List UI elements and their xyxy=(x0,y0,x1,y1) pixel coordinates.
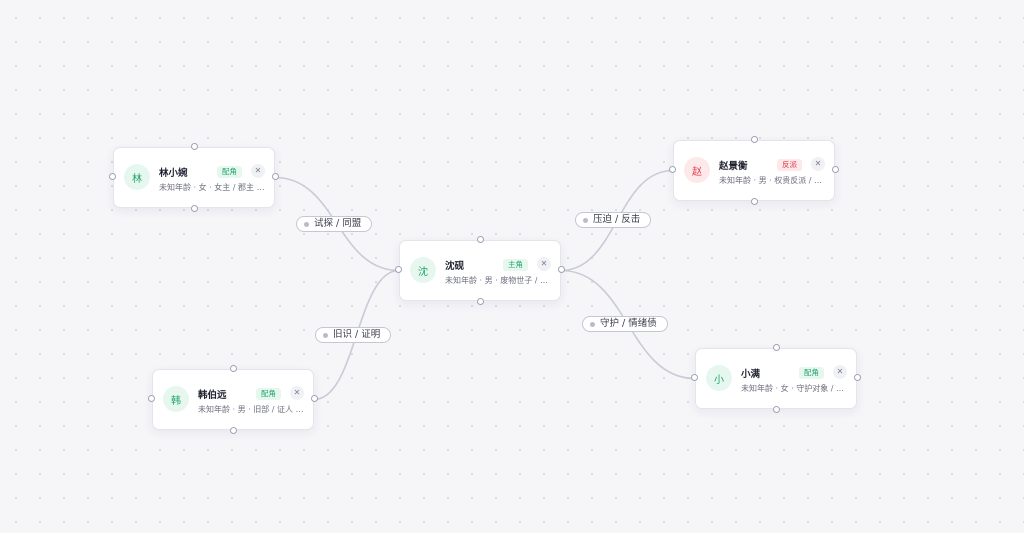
avatar: 韩 xyxy=(163,386,189,412)
connection-handle-right[interactable] xyxy=(832,166,839,173)
avatar: 沈 xyxy=(410,257,436,283)
connection-handle-left[interactable] xyxy=(109,173,116,180)
edge-label-dot xyxy=(590,321,595,327)
connection-handle-top[interactable] xyxy=(477,236,484,243)
character-description: 未知年龄 · 男 · 废物世子 / 隐… xyxy=(445,276,551,285)
connection-handle-right[interactable] xyxy=(558,266,565,273)
role-badge: 主角 xyxy=(503,259,528,271)
edge-label[interactable]: 试探 / 同盟 xyxy=(296,216,373,232)
connection-handle-right[interactable] xyxy=(272,173,279,180)
edge-label-text: 压迫 / 反击 xyxy=(593,214,641,225)
close-icon[interactable]: ✕ xyxy=(811,157,825,171)
connection-handle-left[interactable] xyxy=(669,166,676,173)
edge-label-text: 试探 / 同盟 xyxy=(314,218,362,229)
character-node-han[interactable]: 韩韩伯远 配角 ✕ 未知年龄 · 男 · 旧部 / 证人 / … xyxy=(148,365,318,434)
connection-handle-right[interactable] xyxy=(311,395,318,402)
role-badge: 反派 xyxy=(777,159,802,171)
close-icon[interactable]: ✕ xyxy=(251,164,265,178)
role-badge: 配角 xyxy=(256,388,281,400)
connection-handle-top[interactable] xyxy=(191,143,198,150)
edge-label[interactable]: 守护 / 情绪债 xyxy=(582,316,668,332)
connection-handle-top[interactable] xyxy=(230,365,237,372)
character-name: 小满 xyxy=(741,369,761,380)
edge-label-dot xyxy=(323,332,328,338)
close-icon[interactable]: ✕ xyxy=(833,365,847,379)
connection-handle-bottom[interactable] xyxy=(477,298,484,305)
connection-handle-left[interactable] xyxy=(148,395,155,402)
character-node-shen[interactable]: 沈沈砚 主角 ✕ 未知年龄 · 男 · 废物世子 / 隐… xyxy=(395,236,565,305)
connection-handle-bottom[interactable] xyxy=(230,427,237,434)
character-description: 未知年龄 · 女 · 女主 / 郡主 / … xyxy=(159,183,265,192)
character-name: 林小婉 xyxy=(159,168,188,179)
character-description: 未知年龄 · 男 · 权贵反派 / 家… xyxy=(719,176,825,185)
character-name: 赵景衡 xyxy=(719,161,748,172)
character-description: 未知年龄 · 男 · 旧部 / 证人 / … xyxy=(198,405,304,414)
edge-label-text: 旧识 / 证明 xyxy=(333,329,381,340)
connection-handle-left[interactable] xyxy=(691,374,698,381)
character-description: 未知年龄 · 女 · 守护对象 / 录… xyxy=(741,384,847,393)
character-node-zhao[interactable]: 赵赵景衡 反派 ✕ 未知年龄 · 男 · 权贵反派 / 家… xyxy=(669,136,839,205)
avatar: 小 xyxy=(706,365,732,391)
edge-label[interactable]: 旧识 / 证明 xyxy=(315,327,392,343)
connection-handle-top[interactable] xyxy=(751,136,758,143)
close-icon[interactable]: ✕ xyxy=(537,257,551,271)
edge-label-dot xyxy=(583,217,588,223)
avatar: 林 xyxy=(124,164,150,190)
connection-handle-bottom[interactable] xyxy=(191,205,198,212)
connection-handle-top[interactable] xyxy=(773,344,780,351)
avatar: 赵 xyxy=(684,157,710,183)
character-node-xiao[interactable]: 小小满 配角 ✕ 未知年龄 · 女 · 守护对象 / 录… xyxy=(691,344,861,413)
character-name: 沈砚 xyxy=(445,261,465,272)
connection-handle-bottom[interactable] xyxy=(773,406,780,413)
role-badge: 配角 xyxy=(217,166,242,178)
close-icon[interactable]: ✕ xyxy=(290,386,304,400)
connection-handle-left[interactable] xyxy=(395,266,402,273)
role-badge: 配角 xyxy=(799,367,824,379)
edge-label-dot xyxy=(304,221,309,227)
character-name: 韩伯远 xyxy=(198,390,227,401)
connection-handle-right[interactable] xyxy=(854,374,861,381)
character-node-lin[interactable]: 林林小婉 配角 ✕ 未知年龄 · 女 · 女主 / 郡主 / … xyxy=(109,143,279,212)
connection-handle-bottom[interactable] xyxy=(751,198,758,205)
edge-label-text: 守护 / 情绪债 xyxy=(600,318,657,329)
edge-label[interactable]: 压迫 / 反击 xyxy=(575,212,652,228)
